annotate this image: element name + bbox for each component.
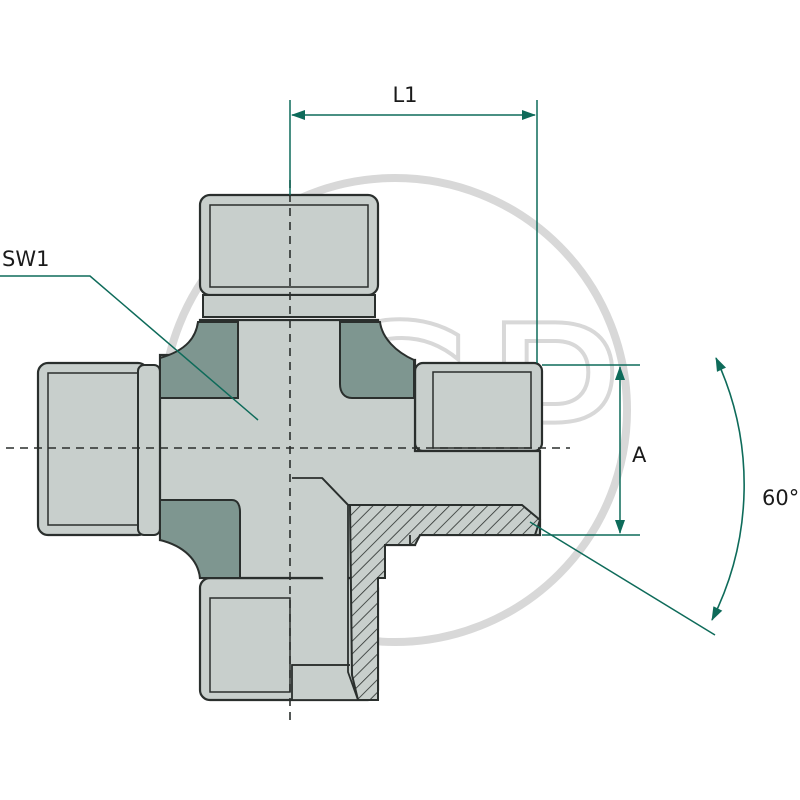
center-lines xyxy=(6,180,570,720)
dimension-l1: L1 xyxy=(289,83,538,363)
dimension-sw1: SW1 xyxy=(0,247,259,421)
label-sw1: SW1 xyxy=(2,247,49,271)
label-angle: 60° xyxy=(762,486,799,510)
left-thread xyxy=(36,361,161,537)
shade-bottom-left xyxy=(159,499,241,579)
dimension-angle: 60° xyxy=(529,357,799,636)
shade-top-right xyxy=(339,321,415,399)
top-thread xyxy=(198,193,380,318)
shade-top-left xyxy=(159,321,239,399)
right-thread xyxy=(413,361,544,453)
label-l1: L1 xyxy=(392,83,417,107)
label-a: A xyxy=(632,443,647,467)
section-cut xyxy=(291,477,542,701)
dimension-a: A xyxy=(542,364,647,536)
